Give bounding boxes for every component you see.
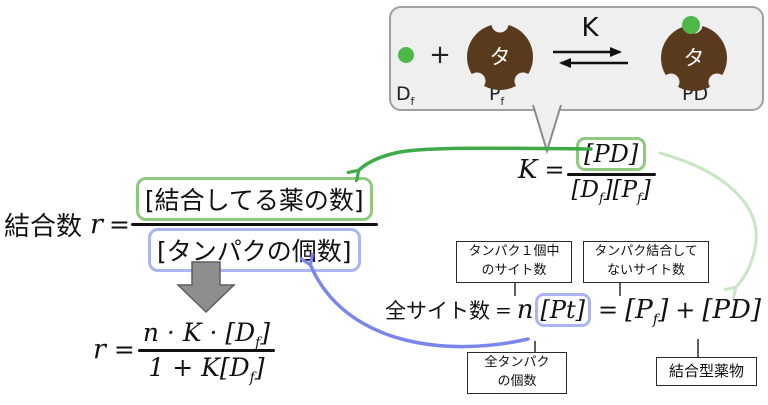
free-drug-label: Df (396, 83, 415, 108)
binding-number-equation: 結合数 r = [結合してる薬の数] [タンパクの個数] (4, 177, 378, 272)
callout-total-protein: 全タンパク の個数 (467, 352, 567, 394)
result-numerator: n · K · [Df] (142, 318, 270, 351)
total-sites-label: 全サイト数 (385, 299, 490, 323)
callout-bound-drug: 結合型薬物 (656, 357, 757, 386)
k-fraction: [PD] [Df][Pf] (566, 137, 656, 206)
pt-term: [Pt] (540, 296, 586, 324)
binding-number-title: 結合数 (4, 211, 83, 242)
k-var: K (518, 154, 538, 185)
binding-fraction: [結合してる薬の数] [タンパクの個数] (130, 177, 378, 272)
callout-unbound-sites: タンパク結合して ないサイト数 (583, 241, 709, 283)
pf-term: [Pf] (625, 295, 669, 329)
bound-drug-count: [結合してる薬の数] (144, 186, 364, 215)
result-denominator: 1 + K[Df] (148, 352, 265, 386)
plus-sign: + (429, 40, 451, 70)
k-numerator: [PD] (584, 140, 639, 168)
callout-sites-per-protein: タンパク１個中 のサイト数 (456, 241, 572, 283)
n-coefficient: n (516, 295, 534, 325)
total-sites-equation: 全サイト数 = n [Pt] = [Pf] + [PD] (385, 293, 761, 329)
r-var: r (90, 208, 103, 240)
k-equation: K = [PD] [Df][Pf] (518, 137, 656, 206)
complex-label: PD (682, 83, 709, 105)
pd-term: [PD] (702, 295, 761, 325)
protein-count: [タンパクの個数] (157, 236, 352, 266)
free-protein-label: Pf (489, 83, 505, 108)
result-equation: r = n · K · [Df] 1 + K[Df] (93, 318, 275, 386)
equilibrium-constant-label: K (581, 13, 599, 43)
k-denominator: [Df][Pf] (571, 176, 651, 206)
